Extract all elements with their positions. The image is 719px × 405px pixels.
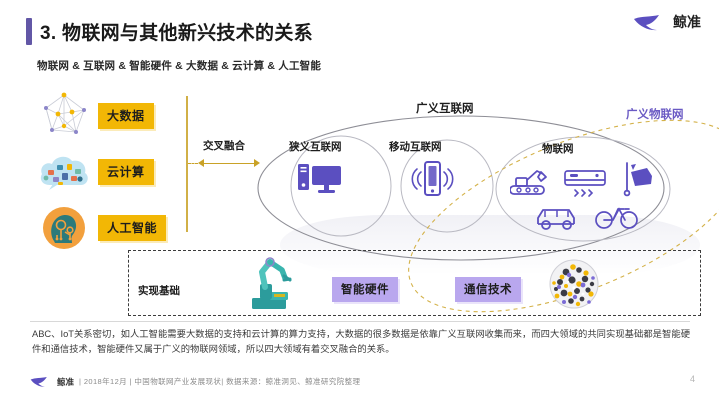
chip-smart-hardware[interactable]: 智能硬件 <box>332 277 398 302</box>
foundation-box <box>128 250 701 316</box>
title-accent-bar <box>26 18 32 45</box>
logo-text: 鲸准 <box>673 14 701 30</box>
chip-communication-tech[interactable]: 通信技术 <box>455 277 521 302</box>
page-subtitle: 物联网 & 互联网 & 智能硬件 & 大数据 & 云计算 & 人工智能 <box>37 60 322 72</box>
network-graph-icon <box>36 90 92 142</box>
chip-ai[interactable]: 人工智能 <box>98 215 167 241</box>
footer-bar: 鲸准 | 2018年12月 | 中国物联网产业发展现状| 数据来源：鲸准洞见、鲸… <box>30 375 360 388</box>
bracket-line <box>186 96 188 232</box>
footer-whale-icon <box>30 376 47 387</box>
background-sheen <box>280 215 700 275</box>
network-sphere-icon <box>548 258 600 315</box>
left-tech-column: 大数据 <box>36 88 206 256</box>
left-item-cloud: 云计算 <box>36 144 206 200</box>
page-number: 4 <box>689 374 695 384</box>
page-title: 3. 物联网与其他新兴技术的关系 <box>26 18 313 45</box>
whale-tail-icon <box>634 15 659 31</box>
footer-meta: | 2018年12月 | 中国物联网产业发展现状| 数据来源：鲸准洞见、鲸准研究… <box>79 377 361 386</box>
footer-brand: 鲸准 <box>57 376 75 387</box>
venn-diagram: 广义互联网 狭义互联网 移动互联网 物联网 广义物联网 <box>246 86 719 336</box>
title-text: 3. 物联网与其他新兴技术的关系 <box>40 23 313 44</box>
double-headed-arrow-icon <box>198 158 260 170</box>
label-broad-iot: 广义物联网 <box>626 109 684 121</box>
chip-cloud[interactable]: 云计算 <box>98 159 154 185</box>
ai-brain-icon <box>36 202 92 254</box>
footnote-paragraph: ABC、IoT关系密切，如人工智能需要大数据的支持和云计算的算力支持，大数据的很… <box>32 329 690 355</box>
label-narrow-internet: 狭义互联网 <box>289 141 342 153</box>
brand-logo: 鲸准 <box>633 12 701 32</box>
chip-bigdata[interactable]: 大数据 <box>98 103 154 129</box>
robot-arm-icon <box>238 254 300 317</box>
left-item-bigdata: 大数据 <box>36 88 206 144</box>
label-broad-internet: 广义互联网 <box>416 103 474 115</box>
foundation-label: 实现基础 <box>138 285 180 297</box>
cloud-computing-icon <box>36 146 92 198</box>
bracket-tick <box>188 163 198 164</box>
left-item-ai: 人工智能 <box>36 200 206 256</box>
label-mobile-internet: 移动互联网 <box>389 141 442 153</box>
venn-ellipses <box>257 115 719 313</box>
footer-divider <box>30 321 690 322</box>
cross-integration-label: 交叉融合 <box>203 140 245 152</box>
label-iot: 物联网 <box>542 143 574 155</box>
